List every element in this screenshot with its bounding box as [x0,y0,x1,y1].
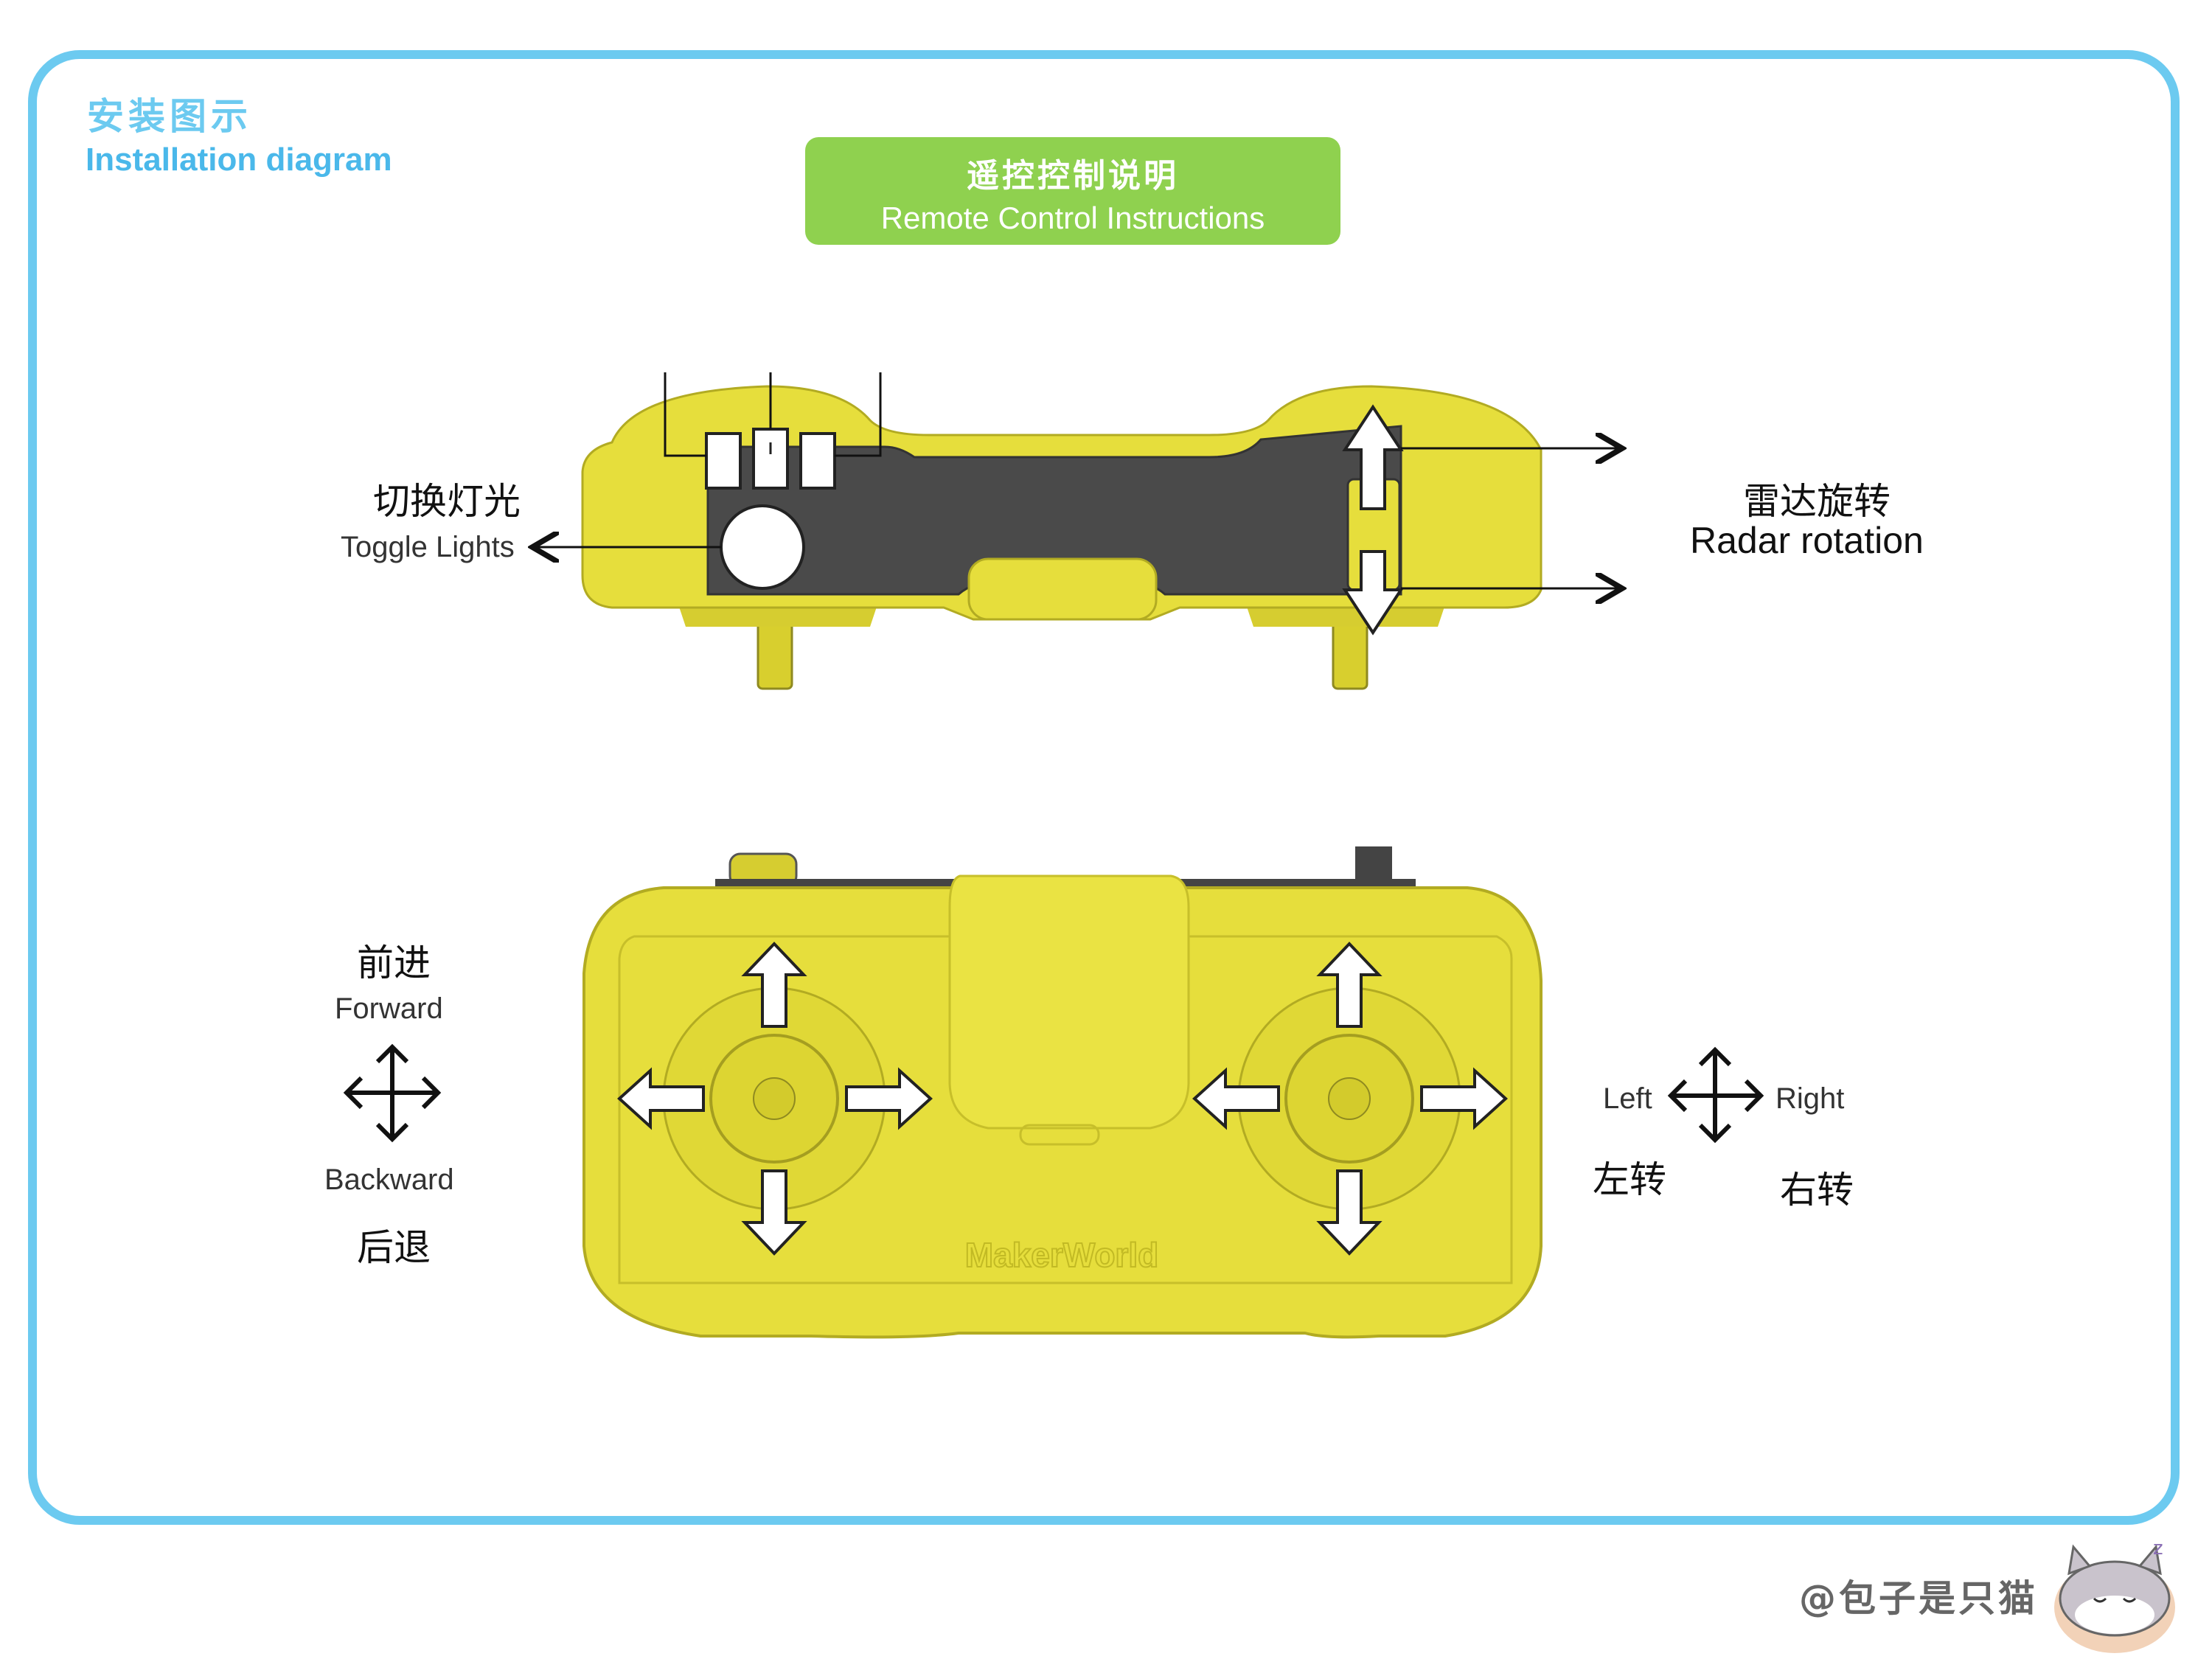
left-label-cn: 左转 [1593,1158,1666,1201]
forward-label-cn: 前进 [357,942,431,984]
toggle-lights-label-en: Toggle Lights [341,531,515,563]
radar-rotation-label-cn: 雷达旋转 [1743,480,1891,523]
banner-title-cn: 遥控控制说明 [967,157,1179,195]
backward-label-cn: 后退 [357,1226,431,1269]
svg-text:z: z [2153,1537,2163,1559]
cat-mascot-icon: z [2054,1537,2175,1653]
header-title-en: Installation diagram [86,142,392,178]
header-title-cn: 安装图示 [87,95,252,138]
right-label-en: Right [1775,1082,1845,1115]
move-icon-right-legend [1667,1046,1764,1144]
toggle-lights-label-cn: 切换灯光 [373,480,521,523]
right-label-cn: 右转 [1780,1169,1854,1211]
banner-title-en: Remote Control Instructions [880,201,1265,235]
instructions-banner: 遥控控制说明 Remote Control Instructions [805,137,1340,245]
radar-rotation-label-en: Radar rotation [1690,520,1924,561]
controller-top-view [532,372,1622,690]
right-joystick [1192,942,1508,1256]
forward-label-en: Forward [335,992,443,1025]
move-icon-left-legend [343,1043,442,1143]
left-label-en: Left [1603,1082,1652,1115]
controller-front-view: MakerWorld [582,846,1543,1339]
maker-world-logo: MakerWorld [965,1236,1158,1274]
backward-label-en: Backward [324,1164,454,1196]
left-joystick [617,942,933,1256]
author-signature: @包子是只猫 [1799,1577,2038,1620]
diagram-frame [28,50,2180,1525]
